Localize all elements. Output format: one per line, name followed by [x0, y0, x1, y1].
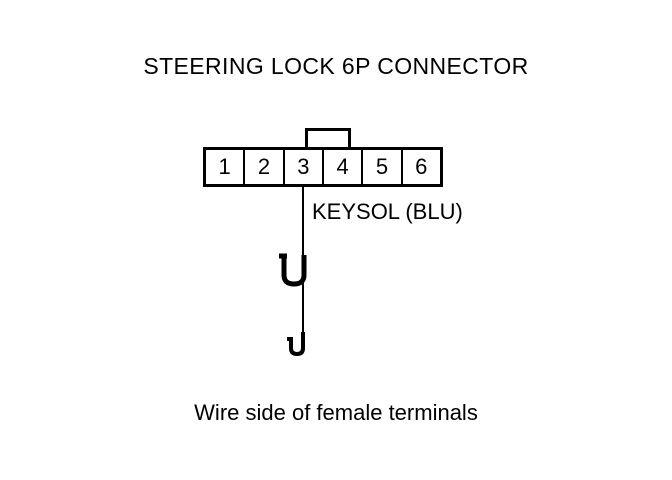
connector-locking-tab	[305, 128, 351, 150]
terminal-cell-2[interactable]: 2	[245, 150, 285, 184]
terminal-cell-5[interactable]: 5	[363, 150, 403, 184]
diagram-caption: Wire side of female terminals	[194, 400, 478, 425]
wire-hook-small-icon	[284, 328, 314, 365]
terminal-cell-3[interactable]: 3	[284, 150, 324, 184]
terminal-cell-4[interactable]: 4	[323, 150, 364, 184]
connector-body: 1 2 3 4 5 6	[203, 147, 443, 187]
terminal-cell-6[interactable]: 6	[402, 150, 440, 184]
diagram-title: STEERING LOCK 6P CONNECTOR	[143, 53, 529, 79]
wire-label-keysol: KEYSOL (BLU)	[312, 199, 463, 224]
wire-segment-lower	[302, 283, 304, 338]
wire-segment-upper	[302, 187, 304, 259]
terminal-cell-1[interactable]: 1	[206, 150, 246, 184]
wire-hook-large-icon	[276, 249, 312, 294]
